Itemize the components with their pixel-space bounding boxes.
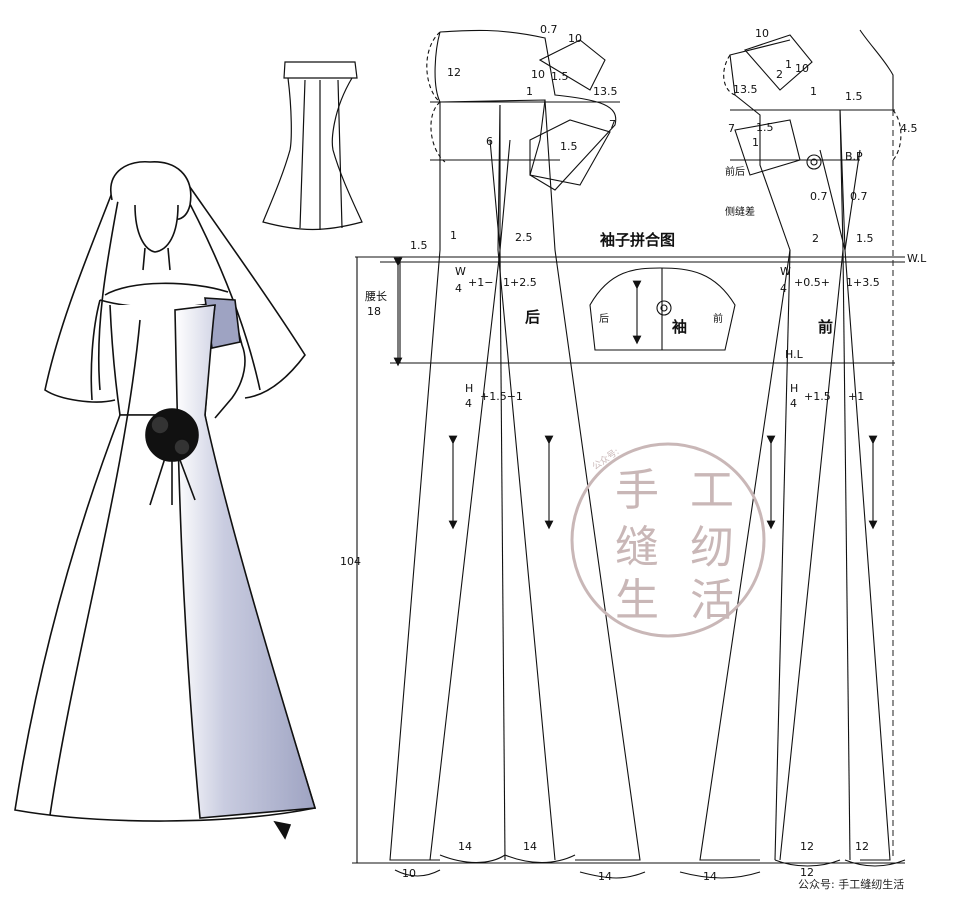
measure-6: 6 <box>486 135 493 148</box>
measure-7-front: 7 <box>728 122 735 135</box>
measure-0-7-top: 0.7 <box>540 23 558 36</box>
back-waist-op: +1− <box>468 276 493 289</box>
waist-length-value: 18 <box>367 305 381 318</box>
measure-1-front-a: 1 <box>785 58 792 71</box>
sleeve-back-label: 后 <box>599 313 609 325</box>
watermark-char-4: 纫 <box>690 522 734 573</box>
bust-point-label: B.P <box>845 150 863 163</box>
watermark-char-6: 活 <box>690 575 734 626</box>
measure-1-back: 1 <box>526 85 533 98</box>
watermark: 手 工 缝 纫 生 活 公众号: <box>570 442 766 638</box>
measure-0-7-bp-left: 0.7 <box>810 190 828 203</box>
back-waist-4: 4 <box>455 282 462 295</box>
measure-10-front-side: 10 <box>795 62 809 75</box>
measure-1-5-b: 1.5 <box>560 140 578 153</box>
credit-text: 公众号: 手工缝纫生活 <box>798 877 904 891</box>
front-hip-extra: +1 <box>848 390 864 403</box>
hem-12-a: 12 <box>800 840 814 853</box>
waist-line-label: W.L <box>907 252 927 265</box>
dress-thumbnail <box>262 61 363 231</box>
hem-14-d: 14 <box>703 870 717 883</box>
measure-0-7-bp-right: 0.7 <box>850 190 868 203</box>
hem-12-c: 12 <box>800 866 814 879</box>
measure-7-back: 7 <box>609 118 616 131</box>
watermark-char-3: 缝 <box>615 522 659 573</box>
measure-13-5-front: 13.5 <box>733 83 758 96</box>
sleeve-piece-label: 袖 <box>672 318 687 336</box>
hip-line-label: H.L <box>785 348 804 361</box>
measure-1-5-a: 1.5 <box>551 70 569 83</box>
back-waist-w: W <box>455 265 466 278</box>
measure-4-5: 4.5 <box>900 122 918 135</box>
measure-1-5-wl-right: 1.5 <box>856 232 874 245</box>
watermark-char-5: 生 <box>615 575 659 626</box>
measure-1-front-b: 1 <box>810 85 817 98</box>
bride-illustration <box>14 160 317 840</box>
side-seam-diff-label-2: 侧缝差 <box>725 205 755 218</box>
measure-2-front: 2 <box>776 68 783 81</box>
front-hip-h: H <box>790 382 798 395</box>
back-hip-ease: +1.5−1 <box>480 390 523 403</box>
measure-10-side: 10 <box>531 68 545 81</box>
total-length-label: 104 <box>340 555 361 568</box>
measure-1-wl: 1 <box>450 229 457 242</box>
front-waist-ease: 1+3.5 <box>846 276 880 289</box>
back-hip-4: 4 <box>465 397 472 410</box>
measure-1-5-front-d: 1.5 <box>756 121 774 134</box>
hem-10: 10 <box>402 867 416 880</box>
front-hip-ease: +1.5 <box>804 390 831 403</box>
measure-2-wl: 2 <box>812 232 819 245</box>
sleeve-front-label: 前 <box>713 312 723 325</box>
hem-14-c: 14 <box>598 870 612 883</box>
measure-1-5-front-c: 1.5 <box>845 90 863 103</box>
hem-14-b: 14 <box>523 840 537 853</box>
sleeve-assembly-title: 袖子拼合图 <box>600 231 675 249</box>
front-hip-4: 4 <box>790 397 797 410</box>
measure-2-5: 2.5 <box>515 231 533 244</box>
measure-12: 12 <box>447 66 461 79</box>
side-seam-diff-label-1: 前后 <box>725 165 745 178</box>
front-waist-op: +0.5+ <box>794 276 830 289</box>
front-piece-label: 前 <box>818 318 833 336</box>
waist-length-label: 腰长 <box>365 290 387 303</box>
measure-10-front-top: 10 <box>755 27 769 40</box>
measure-10-top: 10 <box>568 32 582 45</box>
back-waist-ease: 1+2.5 <box>503 276 537 289</box>
hem-12-b: 12 <box>855 840 869 853</box>
watermark-char-1: 手 <box>615 465 659 516</box>
measure-1-5-wl-left: 1.5 <box>410 239 428 252</box>
back-hip-h: H <box>465 382 473 395</box>
front-waist-4: 4 <box>780 282 787 295</box>
measure-1-front-e: 1 <box>752 136 759 149</box>
watermark-char-2: 工 <box>690 465 734 516</box>
measure-13-5-back: 13.5 <box>593 85 618 98</box>
pattern-labels: 袖子拼合图 后 前 袖 后 前 腰长 18 前后 侧缝差 104 W.L H.L… <box>340 23 927 891</box>
hem-14-a: 14 <box>458 840 472 853</box>
front-waist-w: W <box>780 265 791 278</box>
back-piece-label: 后 <box>525 308 540 326</box>
pattern-construction <box>352 29 906 879</box>
